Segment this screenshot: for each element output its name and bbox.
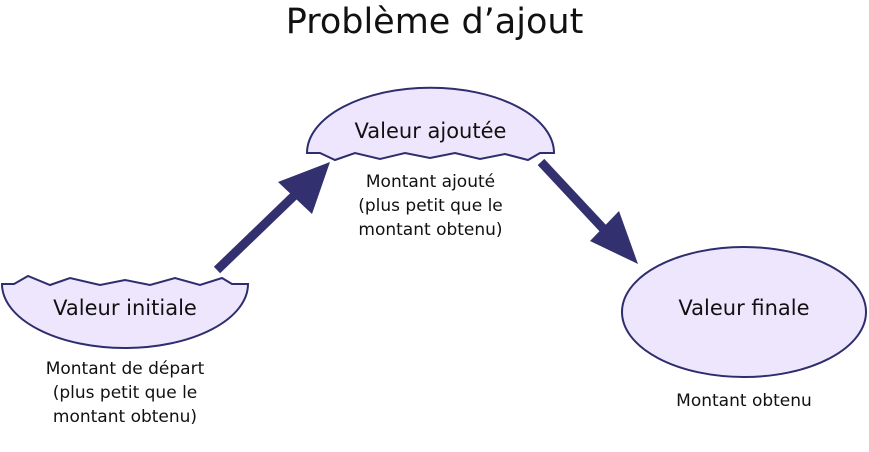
note-line: montant obtenu): [52, 407, 198, 427]
final-value-note: Montant obtenu: [622, 389, 866, 413]
added-value-label: Valeur ajoutée: [354, 119, 507, 143]
arrow-initial-to-added: [213, 162, 330, 274]
note-line: Montant de départ: [45, 359, 205, 379]
final-value-shape: [621, 246, 867, 378]
initial-value-shape: [0, 274, 250, 349]
note-line: (plus petit que le: [358, 196, 503, 216]
note-line: Montant obtenu: [676, 391, 812, 411]
initial-value-label: Valeur initiale: [53, 296, 197, 320]
added-value-shape: [305, 86, 556, 162]
note-line: (plus petit que le: [52, 383, 198, 403]
note-line: Montant ajouté: [365, 172, 496, 192]
diagram-title: Problème d’ajout: [285, 2, 584, 42]
final-value-label: Valeur finale: [678, 296, 810, 320]
arrow-added-to-final: [537, 158, 638, 264]
added-value-note: Montant ajouté (plus petit que le montan…: [307, 170, 554, 242]
note-line: montant obtenu): [358, 220, 503, 240]
initial-value-note: Montant de départ (plus petit que le mon…: [0, 357, 250, 429]
